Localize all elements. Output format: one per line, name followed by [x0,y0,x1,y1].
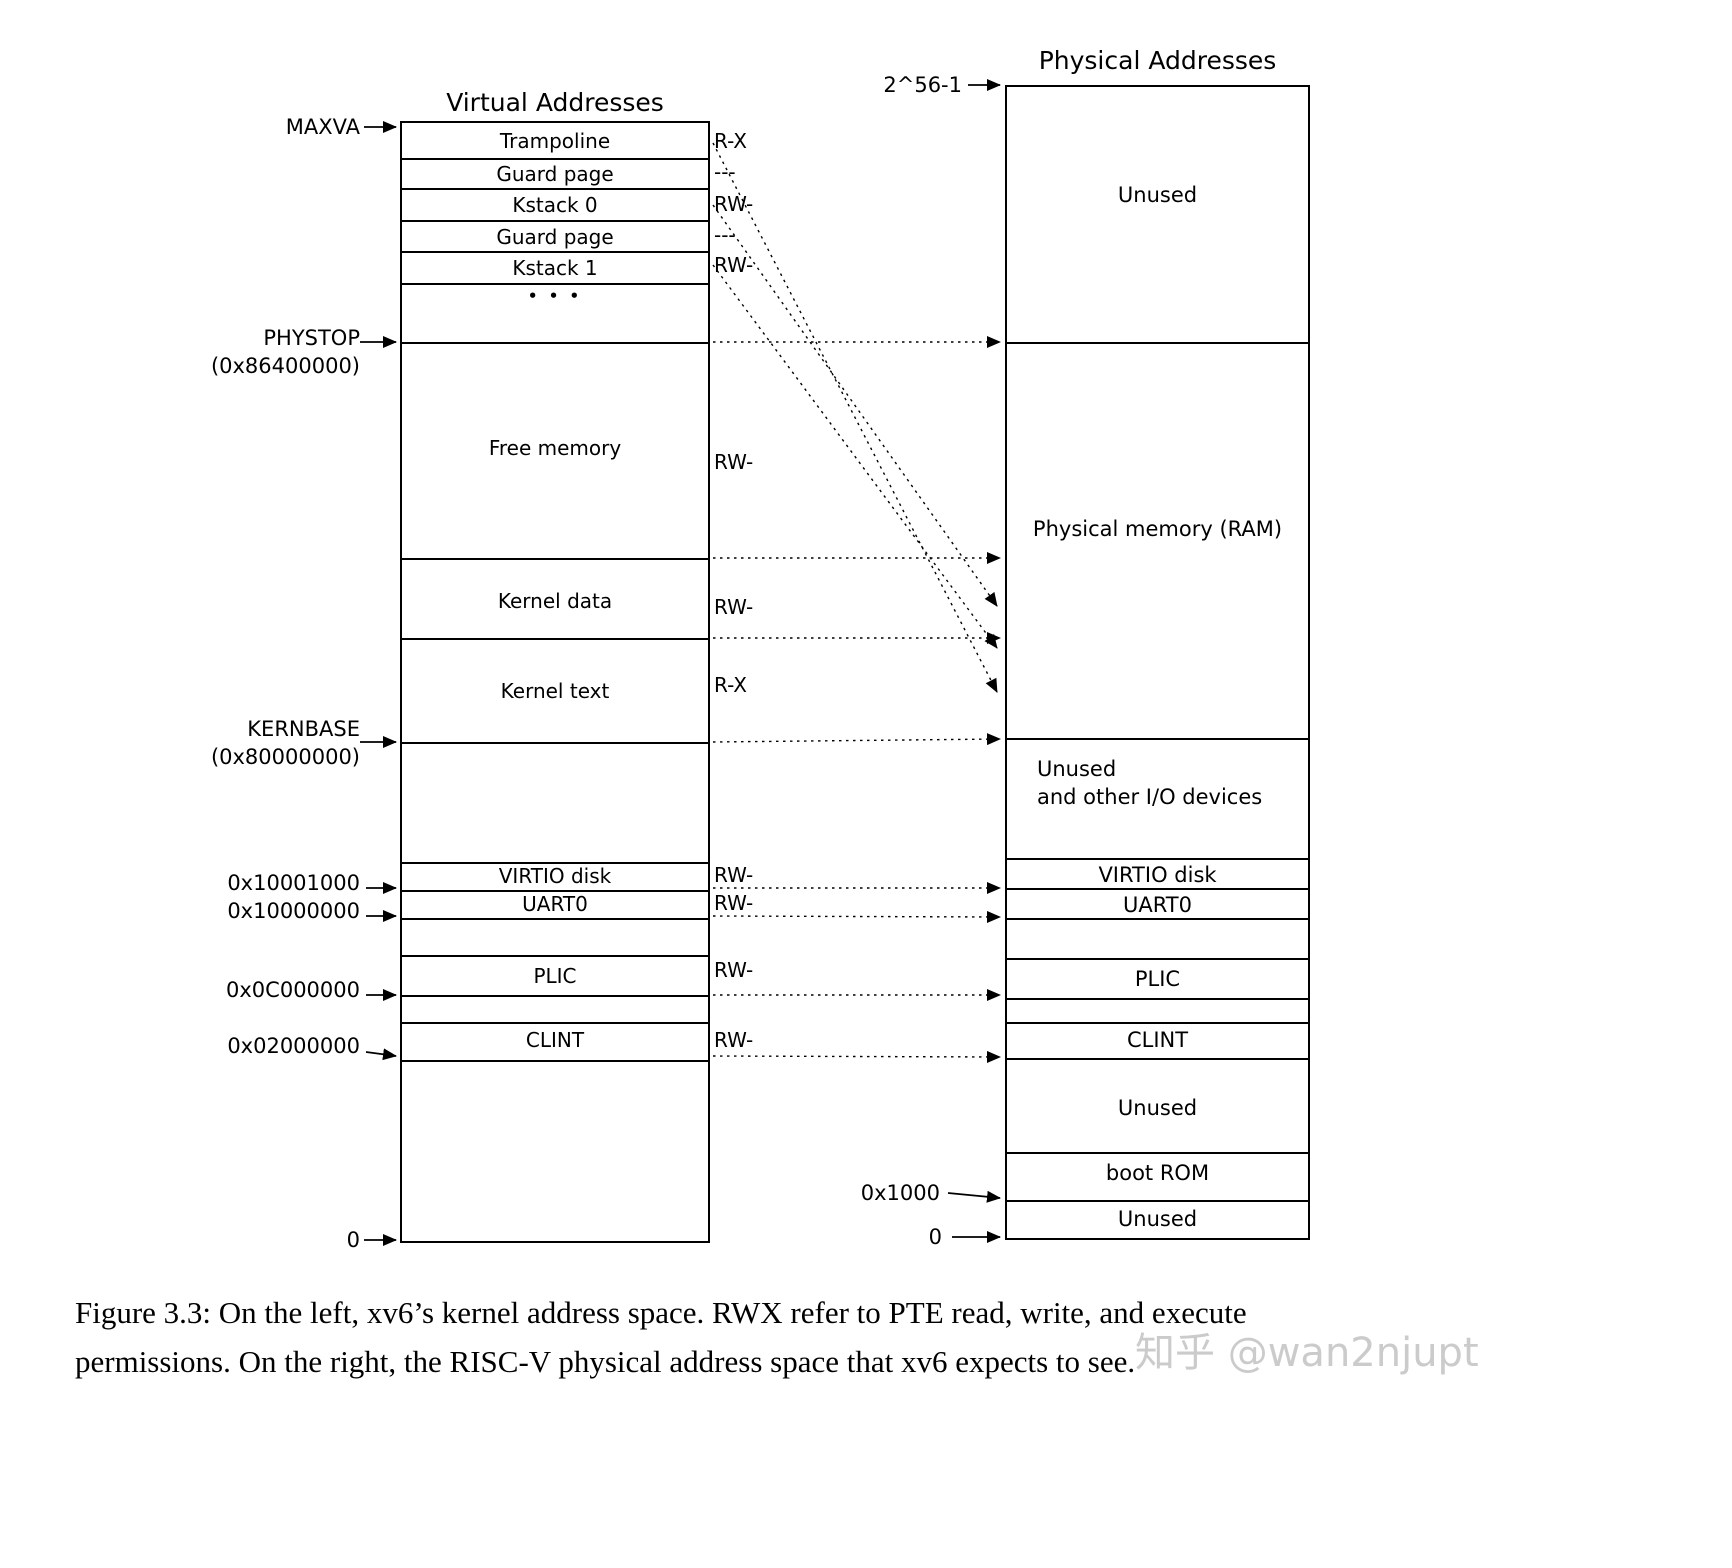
phys-unused-top: Unused [1117,183,1198,207]
segment-guard-page-1: Guard page [496,162,614,186]
segment-kernel-text: Kernel text [500,679,610,703]
phys-plic: PLIC [1134,967,1181,991]
segment-divider [400,1060,710,1062]
segment-divider [400,638,710,640]
segment-divider [400,158,710,160]
virtual-addresses-title: Virtual Addresses [446,88,664,117]
perm-kstack0: RW- [714,192,754,216]
perm-kstack1: RW- [714,253,754,277]
label-phystop-value: (0x86400000) [210,354,360,378]
segment-free-memory: Free memory [488,436,622,460]
segment-divider [400,558,710,560]
label-phys-top: 2^56-1 [883,73,962,97]
phys-clint: CLINT [1126,1028,1189,1052]
segment-divider [400,251,710,253]
watermark: 知乎 @wan2njupt [1135,1330,1479,1376]
segment-kernel-data: Kernel data [497,589,613,613]
figure-caption-line-2: permissions. On the right, the RISC-V ph… [75,1344,1136,1379]
segment-divider [400,1022,710,1024]
perm-kernel-text: R-X [714,673,748,697]
segment-guard-page-2: Guard page [496,225,614,249]
label-uart0-address: 0x10000000 [227,899,360,923]
segment-divider [400,995,710,997]
phys-uart0: UART0 [1123,893,1192,917]
kstacks-ellipsis: • • • [527,287,583,305]
label-physical-zero: 0 [928,1225,942,1249]
segment-divider [400,220,710,222]
label-plic-address: 0x0C000000 [226,978,360,1002]
segment-divider [1005,958,1310,960]
kernbase-divider [400,742,710,744]
segment-divider [400,283,710,285]
label-maxva: MAXVA [285,115,360,139]
segment-kstack0: Kstack 0 [512,193,598,217]
perm-trampoline: R-X [714,129,748,153]
perm-guard-page-1: --- [714,160,736,184]
segment-trampoline: Trampoline [499,129,611,153]
segment-clint: CLINT [525,1028,585,1052]
phys-unused-mid: Unused [1117,1096,1198,1120]
segment-uart0: UART0 [522,892,588,916]
phys-virtio-disk: VIRTIO disk [1098,863,1217,887]
label-clint-address: 0x02000000 [227,1034,360,1058]
segment-divider [1005,1022,1310,1024]
segment-divider [1005,342,1310,344]
perm-kernel-data: RW- [714,595,754,619]
perm-uart0: RW- [714,891,754,915]
label-virtio-address: 0x10001000 [227,871,360,895]
perm-clint: RW- [714,1028,754,1052]
perm-virtio-disk: RW- [714,863,754,887]
segment-divider [1005,918,1310,920]
segment-kstack1: Kstack 1 [512,256,598,280]
segment-divider [400,890,710,892]
phys-boot-rom: boot ROM [1105,1161,1210,1185]
segment-divider [1005,1152,1310,1154]
phys-unused-io-line2: and other I/O devices [1037,785,1263,809]
perm-guard-page-2: --- [714,223,736,247]
segment-divider [400,862,710,864]
virtual-address-box [400,121,710,1243]
phys-unused-io-line1: Unused [1037,757,1117,781]
label-kernbase: KERNBASE [247,717,360,741]
segment-plic: PLIC [533,964,577,988]
segment-virtio-disk: VIRTIO disk [498,864,612,888]
figure-caption-line-1: Figure 3.3: On the left, xv6’s kernel ad… [75,1295,1247,1330]
perm-plic: RW- [714,958,754,982]
physical-addresses-title: Physical Addresses [1038,46,1277,75]
segment-divider [1005,1058,1310,1060]
label-virtual-zero: 0 [346,1228,360,1252]
virtual-to-physical-mapping-arrows [712,142,1001,1063]
physical-address-box [1005,85,1310,1240]
perm-free-memory: RW- [714,450,754,474]
label-kernbase-value: (0x80000000) [210,745,360,769]
segment-divider [1005,998,1310,1000]
segment-divider [400,918,710,920]
label-boot-rom-address: 0x1000 [860,1181,940,1205]
segment-divider [400,188,710,190]
figure-caption: Figure 3.3: On the left, xv6’s kernel ad… [75,1288,1575,1386]
phys-unused-bottom: Unused [1117,1207,1198,1231]
segment-divider [1005,738,1310,740]
segment-divider [1005,858,1310,860]
phystop-divider [400,342,710,344]
segment-divider [1005,1200,1310,1202]
segment-divider [400,955,710,957]
label-phystop: PHYSTOP [263,326,360,350]
phys-ram: Physical memory (RAM) [1032,517,1283,541]
segment-divider [1005,888,1310,890]
